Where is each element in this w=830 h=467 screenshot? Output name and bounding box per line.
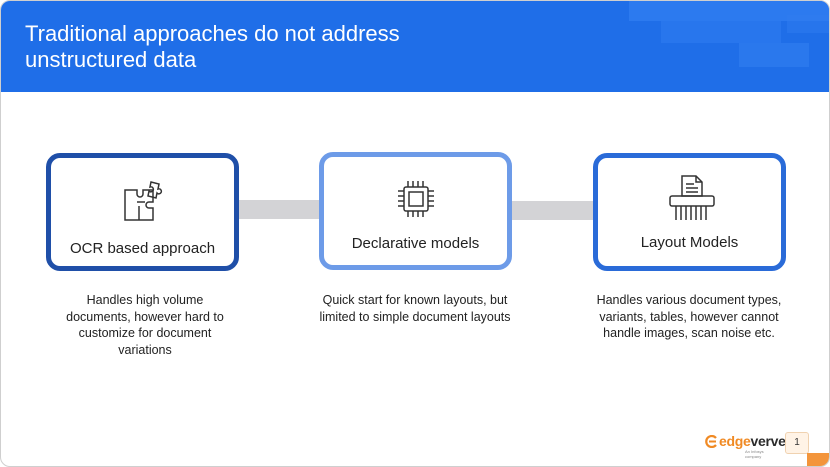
connector-2-3 — [512, 201, 593, 220]
slide-header: Traditional approaches do not address un… — [1, 1, 829, 92]
corner-accent — [807, 453, 829, 466]
header-decoration — [661, 21, 781, 43]
card-label: Declarative models — [351, 235, 480, 252]
header-decoration — [787, 15, 829, 33]
slide-title: Traditional approaches do not address un… — [25, 21, 400, 72]
logo-text-suffix: verve — [750, 433, 786, 449]
chip-icon — [390, 173, 442, 225]
card-declarative-models: Declarative models — [319, 152, 512, 270]
header-decoration — [629, 1, 829, 21]
logo-tagline: An Infosys company — [745, 449, 764, 459]
card-ocr-based-approach: OCR based approach — [46, 153, 239, 271]
logo-mark-icon — [705, 435, 717, 448]
page-number: 1 — [785, 432, 809, 454]
description-ocr: Handles high volume documents, however h… — [66, 293, 224, 357]
card-label: OCR based approach — [69, 240, 216, 257]
logo-text: edgeverve — [719, 433, 786, 449]
puzzle-icon — [117, 176, 169, 228]
description-declarative: Quick start for known layouts, but limit… — [319, 293, 511, 324]
edgeverve-logo: edgeverve An Infosys company — [705, 433, 786, 459]
shredder-icon — [664, 172, 716, 224]
connector-1-2 — [239, 200, 319, 219]
card-label: Layout Models — [640, 234, 739, 251]
card-layout-models: Layout Models — [593, 153, 786, 271]
header-decoration — [739, 43, 809, 67]
description-layout: Handles various document types, variants… — [596, 293, 782, 340]
logo-text-prefix: edge — [719, 433, 751, 449]
